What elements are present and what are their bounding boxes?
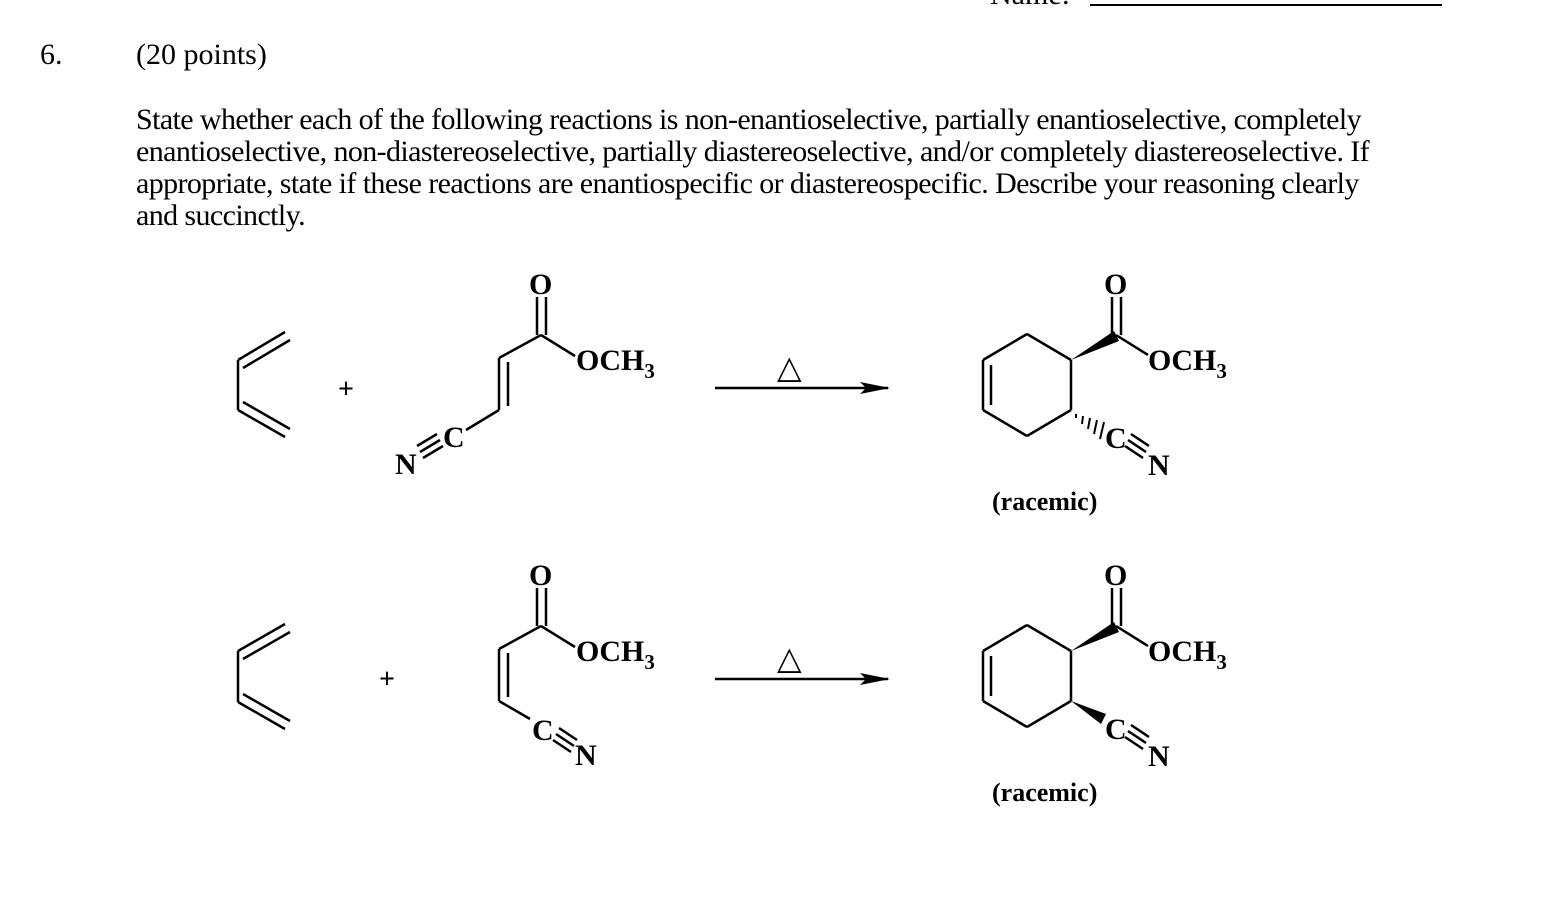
plus-sign-1: + — [338, 374, 354, 405]
heat-symbol-2: △ — [777, 640, 802, 676]
heat-symbol-1: △ — [777, 349, 802, 385]
dienophile-2 — [497, 588, 578, 754]
wedge-bond-1 — [1071, 331, 1119, 360]
product-1-nitrile-n: N — [1148, 449, 1170, 482]
product-2 — [981, 588, 1150, 751]
wedge-bond-2 — [1071, 622, 1119, 651]
product-2-nitrile-n: N — [1148, 740, 1170, 773]
dienophile-2-nitrile-n: N — [575, 739, 597, 772]
product-2-carbonyl-o: O — [1104, 559, 1127, 592]
dienophile-1-nitrile-c: C — [443, 421, 465, 454]
hash-bond-1 — [1075, 414, 1105, 440]
product-1-label: (racemic) — [992, 487, 1097, 516]
question-points: (20 points) — [136, 38, 267, 71]
plus-sign-2: + — [379, 664, 395, 695]
product-2-ester: OCH3 — [1148, 635, 1227, 674]
product-1-nitrile-c: C — [1105, 422, 1127, 455]
wedge-bond-3 — [1071, 701, 1106, 724]
dienophile-2-ester: OCH3 — [576, 635, 655, 674]
name-line — [1090, 4, 1442, 6]
diene-1 — [236, 330, 291, 439]
dienophile-1-nitrile-n: N — [395, 448, 417, 481]
question-prompt: State whether each of the following reac… — [136, 103, 1370, 232]
product-2-label: (racemic) — [992, 778, 1097, 807]
question-number: 6. — [40, 38, 63, 71]
name-label: Name: — [990, 0, 1070, 12]
dienophile-2-carbonyl-o: O — [529, 559, 552, 592]
product-1 — [981, 297, 1150, 460]
product-2-nitrile-c: C — [1105, 713, 1127, 746]
product-1-carbonyl-o: O — [1104, 268, 1127, 301]
dienophile-1 — [416, 297, 576, 460]
dienophile-1-carbonyl-o: O — [529, 268, 552, 301]
diene-2 — [236, 622, 291, 731]
dienophile-2-nitrile-c: C — [532, 714, 554, 747]
product-1-ester: OCH3 — [1148, 344, 1227, 383]
reaction-1: + O OCH3 N C △ — [236, 268, 1227, 516]
dienophile-1-ester: OCH3 — [576, 344, 655, 383]
reaction-2: + O OCH3 C N △ — [236, 559, 1227, 807]
